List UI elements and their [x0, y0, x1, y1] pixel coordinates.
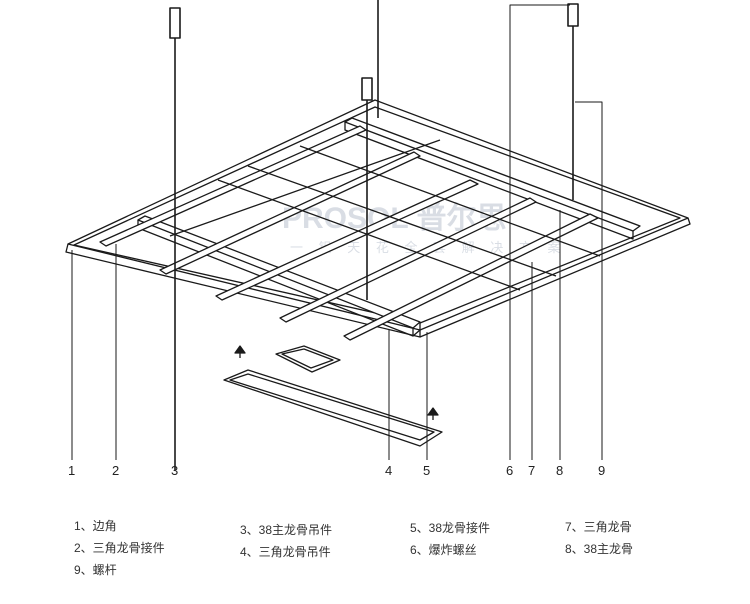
callout-7: 7 — [528, 463, 535, 478]
legend-item: 1、边角 — [74, 519, 117, 533]
legend-column-1: 1、边角 2、三角龙骨接件 9、螺杆 — [74, 515, 165, 581]
callout-5: 5 — [423, 463, 430, 478]
callout-8: 8 — [556, 463, 563, 478]
callout-numbers: 1 2 3 4 5 6 7 8 9 — [68, 463, 605, 478]
legend-item: 2、三角龙骨接件 — [74, 541, 165, 555]
legend-column-2: 3、38主龙骨吊件 4、三角龙骨吊件 — [240, 519, 332, 563]
cross-members — [169, 139, 601, 291]
legend-item: 6、爆炸螺丝 — [410, 543, 477, 557]
callout-2: 2 — [112, 463, 119, 478]
watermark-tagline: 一 铝 天 花 全 套 解 决 方 案 — [290, 240, 567, 255]
triangle-keel — [99, 125, 599, 341]
callout-3: 3 — [171, 463, 178, 478]
leader-lines — [71, 4, 603, 460]
callout-9: 9 — [598, 463, 605, 478]
loose-panels — [223, 345, 443, 447]
callout-4: 4 — [385, 463, 392, 478]
legend-column-3: 5、38龙骨接件 6、爆炸螺丝 — [410, 517, 490, 561]
legend-item: 8、38主龙骨 — [565, 542, 634, 556]
legend-item: 9、螺杆 — [74, 563, 117, 577]
legend-column-4: 7、三角龙骨 8、38主龙骨 — [565, 516, 633, 560]
legend-item: 4、三角龙骨吊件 — [240, 545, 331, 559]
hanger-rods — [169, 0, 579, 470]
legend-item: 3、38主龙骨吊件 — [240, 523, 333, 537]
legend-item: 5、38龙骨接件 — [410, 521, 491, 535]
callout-6: 6 — [506, 463, 513, 478]
callout-1: 1 — [68, 463, 75, 478]
legend-item: 7、三角龙骨 — [565, 520, 632, 534]
assembly-arrows — [234, 345, 439, 420]
